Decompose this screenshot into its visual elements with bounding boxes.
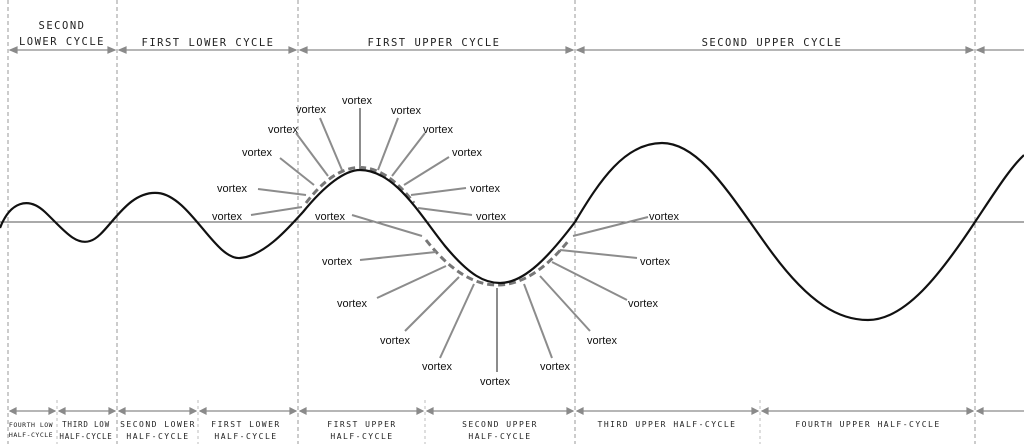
wave-curve — [0, 141, 1024, 322]
label-first-upper-half-cycle-line2: HALF-CYCLE — [330, 432, 393, 441]
label-second-upper-cycle: SECOND UPPER CYCLE — [702, 37, 843, 49]
label-second-lower-half-cycle-line2: HALF-CYCLE — [126, 432, 189, 441]
vortex-bands — [304, 166, 571, 287]
label-second-upper-half-cycle-line1: SECOND UPPER — [462, 420, 538, 429]
vortex-label: vortex — [380, 335, 410, 347]
vortex-label: vortex — [452, 147, 482, 159]
vortex-label: vortex — [476, 211, 506, 223]
vortex-label: vortex — [342, 95, 372, 107]
label-fourth-upper-half-cycle: FOURTH UPPER HALF-CYCLE — [795, 420, 940, 429]
vortex-label: vortex — [322, 256, 352, 268]
bottom-span-arrows — [8, 407, 1024, 415]
vortex-label: vortex — [640, 256, 670, 268]
label-second-upper-half-cycle-line2: HALF-CYCLE — [468, 432, 531, 441]
vortex-label: vortex — [628, 298, 658, 310]
vortex-pointers-trough — [351, 214, 649, 372]
vortex-label: vortex — [540, 361, 570, 373]
label-first-lower-half-cycle-line1: FIRST LOWER — [211, 420, 280, 429]
label-first-upper-half-cycle-line1: FIRST UPPER — [327, 420, 396, 429]
vortex-label: vortex — [391, 105, 421, 117]
vortex-label: vortex — [296, 104, 326, 116]
vortex-label: vortex — [587, 335, 617, 347]
label-second-lower-half-cycle-line1: SECOND LOWER — [120, 420, 196, 429]
vortex-label: vortex — [649, 211, 679, 223]
label-third-low-half-cycle-line2: HALF-CYCLE — [59, 432, 112, 441]
label-fourth-low-half-cycle-line1: FOURTH LOW — [9, 421, 53, 429]
half-cycle-boundaries — [56, 400, 761, 444]
trough-vortex-band — [424, 239, 571, 287]
vortex-label: vortex — [242, 147, 272, 159]
vortex-label: vortex — [470, 183, 500, 195]
crest-vortex-band — [304, 166, 416, 204]
label-second-lower-cycle-line2: LOWER CYCLE — [19, 36, 105, 48]
vortex-label: vortex — [217, 183, 247, 195]
vortex-pointers-crest — [250, 108, 473, 216]
vortex-label: vortex — [337, 298, 367, 310]
vortex-label: vortex — [315, 211, 345, 223]
label-third-low-half-cycle-line1: THIRD LOW — [62, 420, 110, 429]
vortex-label: vortex — [268, 124, 298, 136]
vortex-label: vortex — [422, 361, 452, 373]
vortex-label: vortex — [423, 124, 453, 136]
top-span-arrows — [8, 46, 1024, 54]
label-fourth-low-half-cycle-line2: HALF-CYCLE — [9, 431, 53, 439]
cycle-boundaries — [7, 0, 976, 444]
label-first-lower-half-cycle-line2: HALF-CYCLE — [214, 432, 277, 441]
label-third-upper-half-cycle: THIRD UPPER HALF-CYCLE — [598, 420, 737, 429]
label-first-lower-cycle: FIRST LOWER CYCLE — [142, 37, 275, 49]
label-first-upper-cycle: FIRST UPPER CYCLE — [368, 37, 501, 49]
label-second-lower-cycle-line1: SECOND — [39, 20, 86, 32]
vortex-label: vortex — [212, 211, 242, 223]
vortex-label: vortex — [480, 376, 510, 388]
vortex-labels: vortex vortex vortex vortex vortex vorte… — [212, 95, 679, 388]
